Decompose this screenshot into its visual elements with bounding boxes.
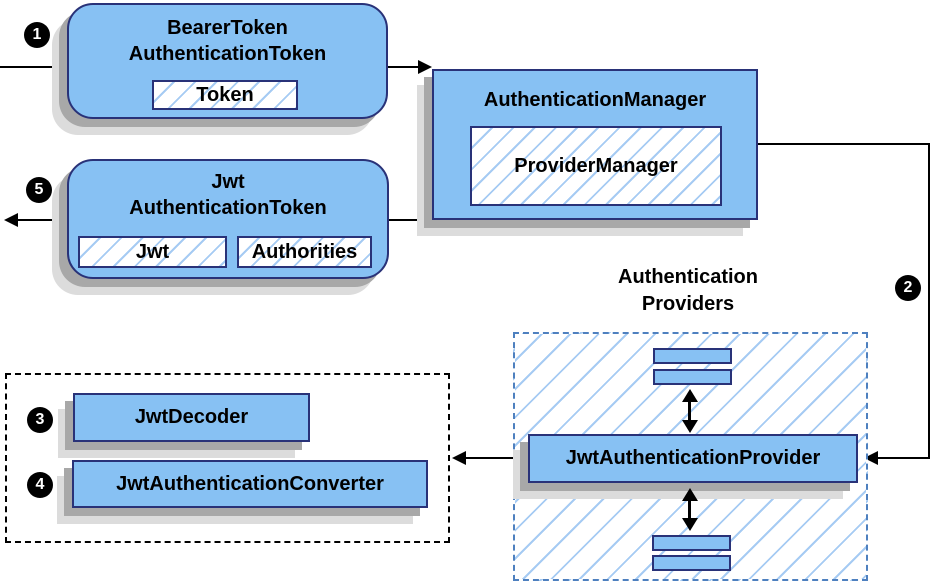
- connector-jwt-token-out: [16, 219, 66, 221]
- arrowhead-into-helpers-icon: [452, 451, 466, 465]
- jwt-token-title-line2: AuthenticationToken: [129, 197, 327, 219]
- step-4-badge: 4: [27, 472, 53, 498]
- connector-manager-down-right: [928, 143, 930, 459]
- other-provider-bar: [653, 348, 732, 364]
- step-1-badge: 1: [24, 22, 50, 48]
- connector-bearer-to-manager: [388, 66, 420, 68]
- double-arrow-icon: [682, 389, 698, 433]
- auth-manager-title: AuthenticationManager: [483, 89, 707, 111]
- jwt-authentication-token-node: Jwt AuthenticationToken Jwt Authorities: [67, 159, 389, 279]
- other-provider-bar: [652, 535, 731, 551]
- authentication-manager-node: AuthenticationManager ProviderManager: [432, 69, 758, 220]
- step-3-badge: 3: [27, 407, 53, 433]
- authorities-inner-box: Authorities: [237, 236, 372, 268]
- jwt-helpers-group: 3 JwtDecoder 4 JwtAuthenticationConverte…: [5, 373, 450, 543]
- authentication-providers-group: JwtAuthenticationProvider: [513, 332, 868, 581]
- other-provider-bar: [652, 555, 731, 571]
- arrowhead-into-auth-manager-icon: [418, 60, 432, 74]
- step-5-badge: 5: [26, 177, 52, 203]
- jwt-authentication-converter-node: JwtAuthenticationConverter: [72, 460, 428, 508]
- providers-label-line2: Providers: [641, 293, 735, 315]
- arrowhead-response-out-icon: [4, 213, 18, 227]
- token-inner-box: Token: [152, 80, 298, 110]
- provider-manager-inner-box: ProviderManager: [470, 126, 722, 206]
- jwt-authentication-provider-node: JwtAuthenticationProvider: [528, 434, 858, 483]
- step-2-badge: 2: [895, 275, 921, 301]
- connector-request-in: [0, 66, 66, 68]
- connector-manager-to-jwt-token: [389, 219, 433, 221]
- jwt-token-title-line1: Jwt: [211, 171, 245, 193]
- connector-manager-out-top: [758, 143, 930, 145]
- jwt-inner-box: Jwt: [78, 236, 227, 268]
- double-arrow-icon: [682, 488, 698, 531]
- connector-into-provider: [878, 457, 930, 459]
- bearer-node-title-line1: BearerToken: [167, 17, 288, 39]
- bearer-node-title-line2: AuthenticationToken: [128, 43, 327, 65]
- bearer-token-authentication-token-node: BearerToken AuthenticationToken Token: [67, 3, 388, 119]
- other-provider-bar: [653, 369, 732, 385]
- authentication-providers-label: Authentication Providers: [538, 264, 838, 318]
- jwt-decoder-node: JwtDecoder: [73, 393, 310, 442]
- connector-provider-to-helpers: [466, 457, 528, 459]
- providers-label-line1: Authentication: [618, 266, 758, 288]
